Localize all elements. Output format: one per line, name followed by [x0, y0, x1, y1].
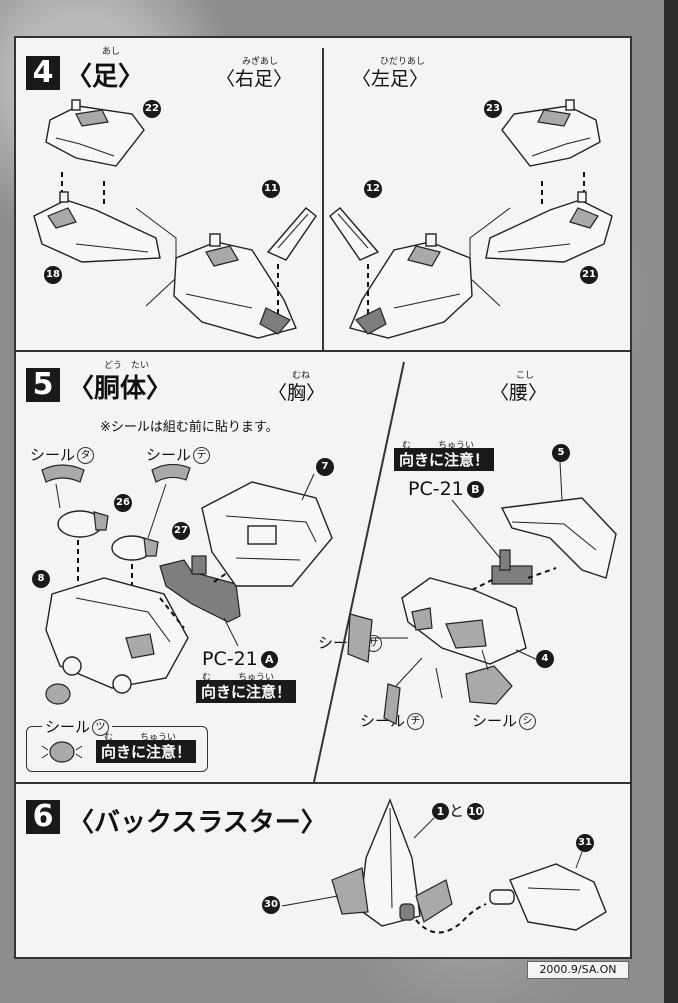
polycap-pc21b [491, 549, 533, 585]
pc-21b-mark: B [466, 481, 484, 498]
seal-id-tsu: ツ [92, 719, 110, 736]
step6-title: 〈バックスラスター〉 [68, 808, 327, 838]
pair-connector: と [449, 802, 465, 820]
pc-21a-mark: A [260, 651, 278, 668]
chest-armor-7 [201, 481, 333, 587]
right-leg-ruby: みぎあし [242, 57, 279, 67]
part-marker-11: 11 [262, 180, 280, 198]
warning-ruby-a: む ちゅうい [202, 673, 275, 683]
warning-ruby-tsu: む ちゅうい [104, 733, 177, 743]
step-number-4: 4 [26, 56, 60, 90]
foot-assembled-right [173, 233, 297, 339]
warning-badge-b: 向きに注意！ [394, 448, 495, 471]
part-marker-21: 21 [580, 266, 598, 284]
waist-label: 〈腰〉 [490, 382, 548, 404]
warning-ruby-b: む ちゅうい [402, 441, 475, 451]
left-leg-label: 〈左足〉 [352, 68, 429, 90]
foot-part-18 [33, 191, 161, 263]
part-marker-22: 22 [143, 100, 161, 118]
part-marker-7: 7 [316, 458, 334, 476]
foot-assembled-left [349, 233, 473, 339]
chest-vent-27 [111, 535, 159, 561]
waist-body-4 [401, 577, 527, 699]
seal-word: シール [472, 712, 518, 730]
seal-word: シール [30, 446, 76, 464]
step4-title: 〈足〉 [66, 62, 145, 92]
footer-code: 2000.9/SA.ON [527, 961, 629, 979]
part-marker-4: 4 [536, 650, 554, 668]
seal-piece-shi [465, 665, 513, 705]
seal-piece-tsu [45, 683, 71, 705]
page-edge-shadow [664, 0, 678, 1003]
divider-step5-step6 [16, 782, 630, 784]
part-marker-1: 1 [432, 803, 449, 820]
divider-step4-step5 [16, 350, 630, 352]
thruster-nozzle-31 [489, 863, 607, 931]
seal-id-te: テ [193, 447, 211, 464]
divider-chest-waist [313, 361, 405, 783]
armor-part-11 [266, 207, 317, 261]
left-leg-ruby: ひだりあし [380, 57, 426, 67]
seal-id-shi: シ [519, 713, 537, 730]
step-number-6: 6 [26, 800, 60, 834]
part-marker-31: 31 [576, 834, 594, 852]
warning-badge-tsu: 向きに注意！ [96, 740, 197, 763]
step-number-5: 5 [26, 368, 60, 402]
waist-ruby: こし [516, 371, 535, 381]
seal-piece-sa [347, 613, 373, 663]
armor-part-12 [329, 207, 380, 261]
part-marker-12: 12 [364, 180, 382, 198]
part-marker-5: 5 [552, 444, 570, 462]
seal-word: シール [45, 718, 91, 736]
back-thruster-assembly [331, 798, 453, 927]
seal-id-chi: チ [407, 713, 425, 730]
foot-part-22 [45, 99, 145, 167]
seal-id-ta: タ [77, 447, 95, 464]
seal-note: ※シールは組む前に貼ります。 [100, 420, 279, 435]
step4-title-ruby: あし [102, 47, 121, 57]
foot-part-23 [501, 99, 601, 167]
right-leg-label: 〈右足〉 [216, 68, 293, 90]
pc-21a-code: PC-21 [202, 648, 258, 670]
seal-label-te: シールテ [146, 444, 211, 465]
part-marker-30: 30 [262, 896, 280, 914]
seal-label-ta: シールタ [30, 444, 95, 465]
step6-diagram [281, 798, 607, 934]
part-marker-27: 27 [172, 522, 190, 540]
step5-title: 〈胴体〉 [68, 374, 173, 404]
seal-piece-te [151, 463, 191, 483]
chest-label: 〈胸〉 [268, 382, 326, 404]
seal-piece-ta [41, 464, 85, 483]
part-marker-8: 8 [32, 570, 50, 588]
chest-body-8 [45, 577, 189, 694]
warning-badge-a: 向きに注意！ [196, 680, 297, 703]
pc-21b-code: PC-21 [408, 478, 464, 500]
waist-armor-5 [500, 497, 617, 579]
part-marker-10: 10 [467, 803, 485, 820]
foot-part-21 [485, 191, 613, 263]
step5-title-ruby: どう たい [104, 361, 150, 371]
seal-label-shi: シールシ [472, 710, 537, 731]
seal-label-tsu: シールツ [42, 716, 113, 737]
step4-diagram [33, 99, 613, 339]
chest-vent-26 [57, 510, 109, 538]
step5-diagram [41, 361, 617, 783]
part-marker-26: 26 [114, 494, 132, 512]
chest-ruby: むね [292, 371, 311, 381]
polycap-pc21a [159, 555, 241, 623]
instruction-sheet: 4 あし 〈足〉 みぎあし 〈右足〉 ひだりあし 〈左足〉 22 18 11 1… [14, 36, 632, 959]
seal-piece-chi [383, 683, 401, 725]
seal-tsu-diagram [41, 741, 83, 763]
seal-word: シール [146, 446, 192, 464]
part-marker-23: 23 [484, 100, 502, 118]
divider-right-left-leg [322, 48, 324, 350]
part-marker-18: 18 [44, 266, 62, 284]
